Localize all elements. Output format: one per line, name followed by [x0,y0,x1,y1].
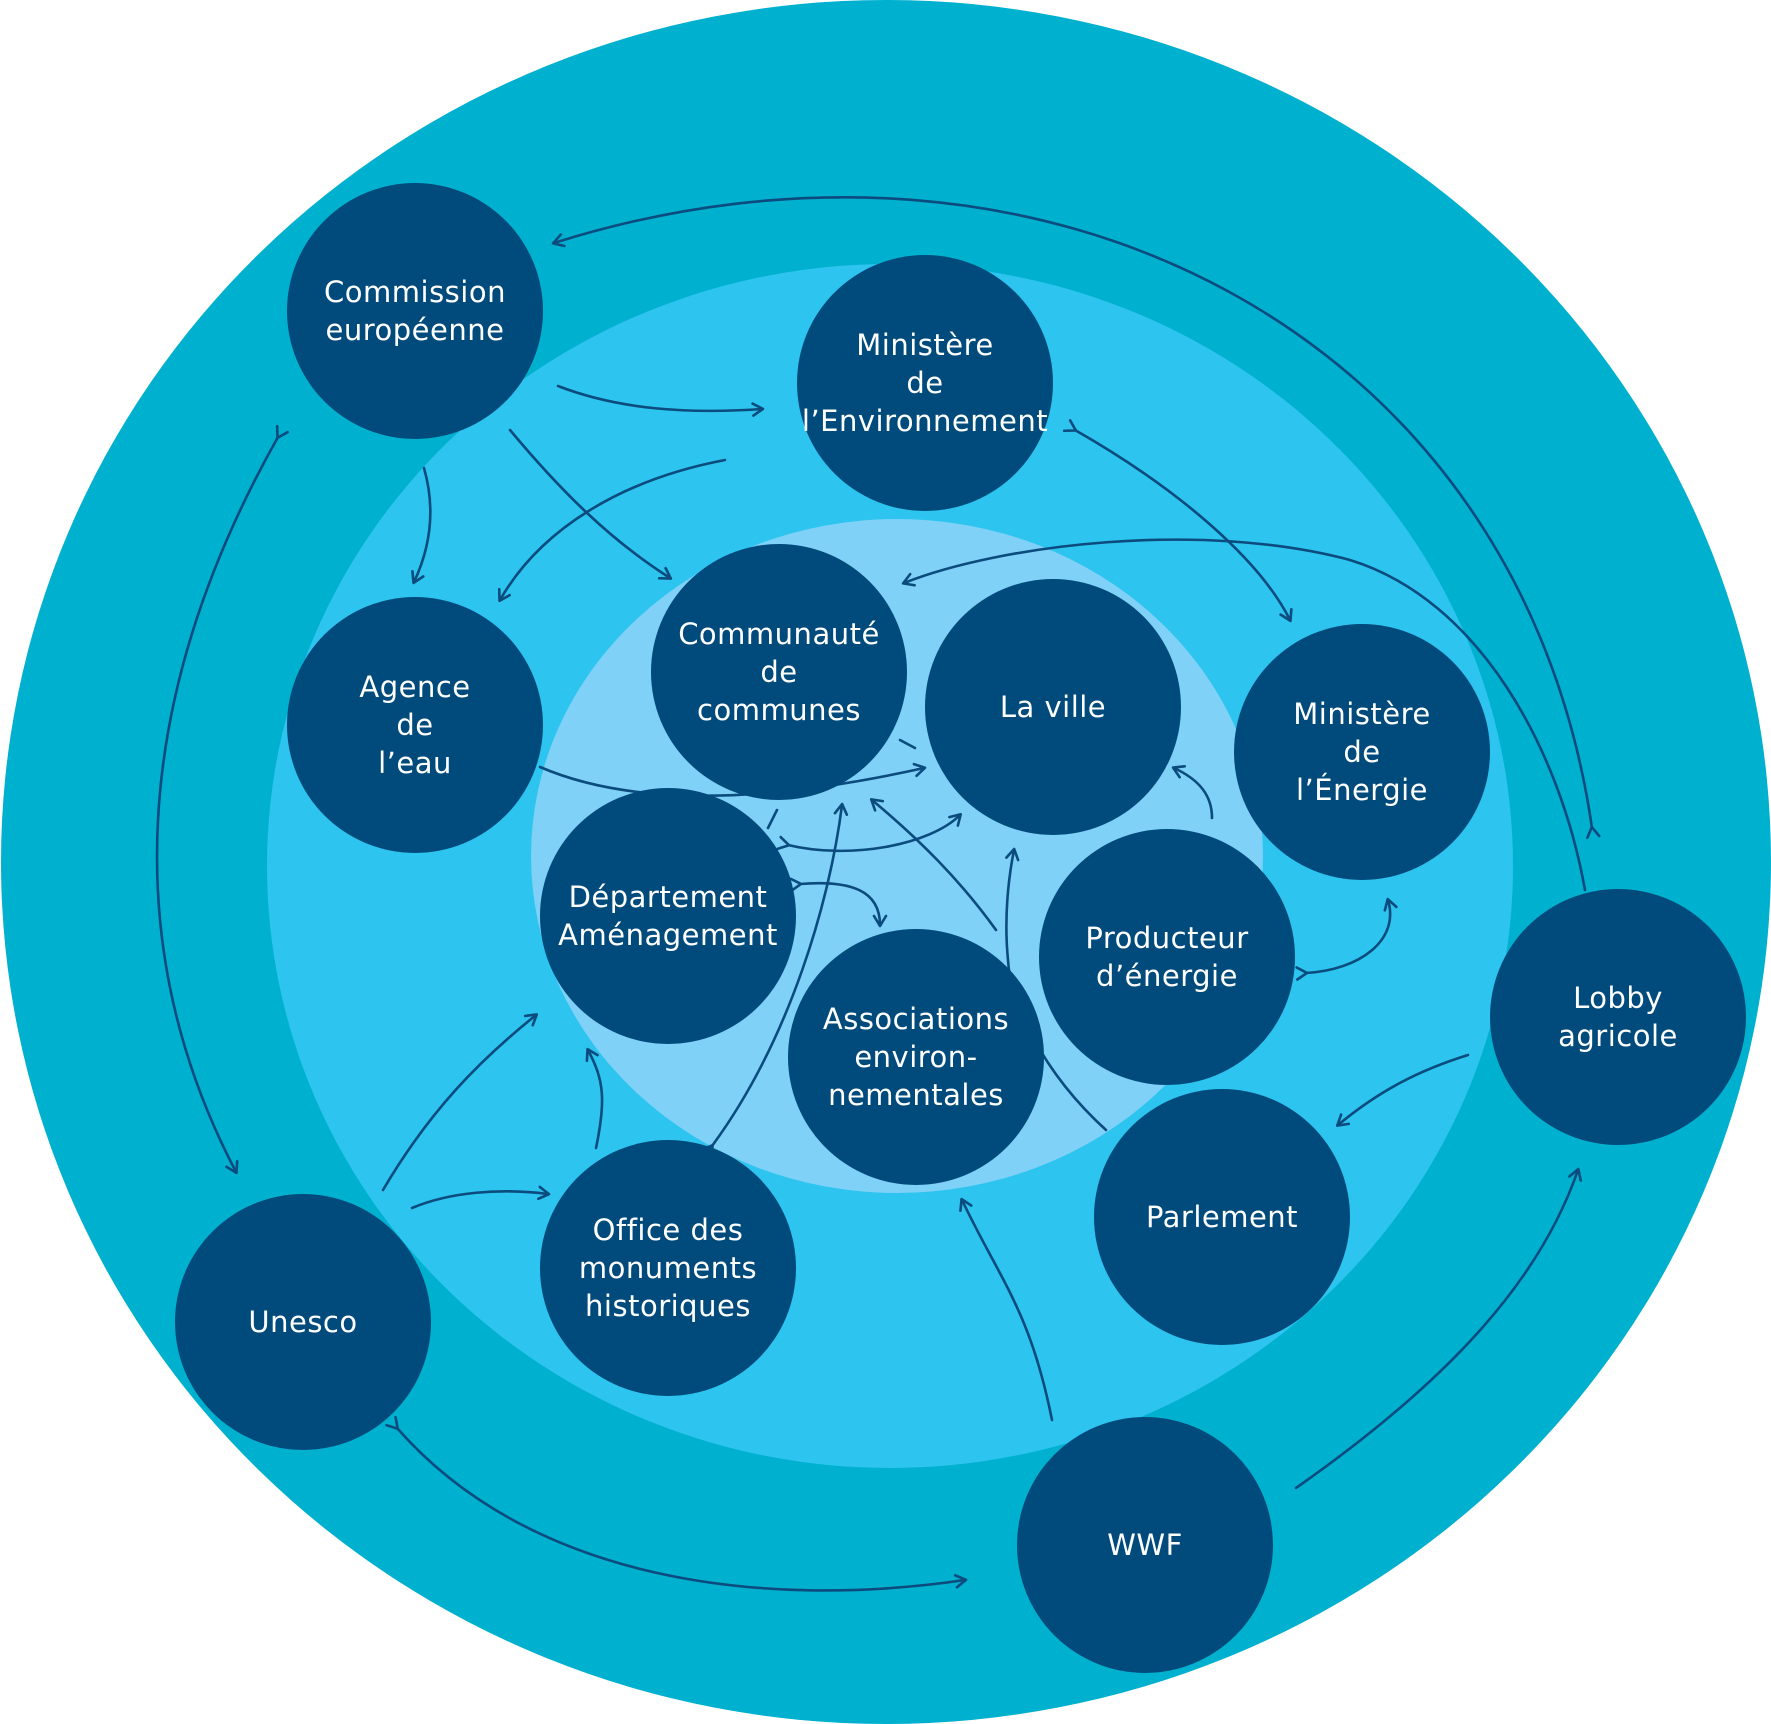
arrow-commission-unesco [155,424,289,1175]
node-label-line: monuments [579,1251,757,1285]
node-circle [175,1194,431,1450]
node-wwf: WWF [1017,1417,1273,1673]
node-label-line: historiques [585,1289,751,1323]
node-unesco: Unesco [175,1194,431,1450]
arrow-unesco-wwf [385,1415,968,1592]
node-label-line: Commission [324,275,506,309]
node-label-line: WWF [1107,1528,1183,1562]
arrow-parlement-ville [1005,847,1108,1132]
node-label-line: La ville [1000,690,1106,724]
node-label-line: l’Environnement [802,404,1048,438]
node-label-line: environ- [854,1040,977,1074]
arrow-unesco-departement [381,1013,539,1192]
node-label-line: d’énergie [1096,959,1238,993]
node-circle [651,544,907,800]
arrow-lobby-communaute [901,538,1587,892]
arrow-office-departement [585,1047,604,1150]
node-label-line: européenne [326,313,505,347]
node-label-line: communes [697,693,861,727]
node-label-line: de [760,655,797,689]
arrow-ministere-env-ministere-energie [1062,419,1293,623]
node-label-line: Office des [593,1213,744,1247]
arrow-lobby-parlement [1335,1053,1470,1127]
node-associations: Associations environ-nementales [788,929,1044,1185]
node-circle [797,255,1053,511]
arrow-commission-agence [411,466,432,585]
node-label-line: Unesco [248,1305,357,1339]
node-commission: Commission européenne [287,183,543,439]
arrow-unesco-office [410,1185,551,1210]
tick-mark [898,738,917,750]
arrow-wwf-lobby [1294,1167,1583,1490]
node-label-line: l’Énergie [1296,773,1428,807]
arrow-office-communaute [700,802,849,1159]
node-label-line: Lobby [1573,981,1663,1015]
node-ministere-energie: Ministère de l’Énergie [1234,624,1490,880]
node-lobby: Lobby agricole [1490,889,1746,1145]
arrow-producteur-ministere-energie [1295,897,1398,981]
node-label-line: Ministère [1293,697,1430,731]
node-parlement: Parlement [1094,1089,1350,1345]
arrow-agence-ville [538,762,927,797]
node-label-line: de [396,708,433,742]
node-circle [287,597,543,853]
node-circle [1234,624,1490,880]
node-circle [540,788,796,1044]
node-circle [1094,1089,1350,1345]
node-label-line: agricole [1558,1019,1678,1053]
node-label-line: Agence [359,670,470,704]
node-circle [1017,1417,1273,1673]
node-agence-eau: Agence de l’eau [287,597,543,853]
node-label-line: de [906,366,943,400]
node-communaute: Communauté de communes [651,544,907,800]
node-label-line: de [1343,735,1380,769]
node-circle [788,929,1044,1185]
node-producteur: Producteur d’énergie [1039,829,1295,1085]
node-circle [540,1140,796,1396]
node-label-line: Département [569,880,768,914]
node-label-line: Parlement [1146,1200,1298,1234]
arrow-producteur-ville [1171,765,1214,820]
node-circle [287,183,543,439]
node-label-line: Ministère [856,328,993,362]
relationship-arrows [155,195,1601,1592]
node-ville: La ville [925,579,1181,835]
node-ministere-env: Ministère de l’Environnement [797,255,1053,511]
arrow-ministere-env-agence [497,458,727,603]
tick-mark [766,808,779,830]
node-label-line: nementales [828,1078,1004,1112]
node-label-line: l’eau [378,746,452,780]
node-label-line: Associations [823,1002,1009,1036]
node-circle [1039,829,1295,1085]
arrow-commission-ministere-env [556,384,765,417]
node-office: Office des monuments historiques [540,1140,796,1396]
node-circle [925,579,1181,835]
node-label-line: Aménagement [558,918,778,952]
node-label-line: Producteur [1085,921,1248,955]
node-circle [1490,889,1746,1145]
arrow-associations-communaute [869,798,998,932]
arrow-lobby-commission [551,195,1601,840]
node-label-line: Communauté [678,617,880,651]
arrow-wwf-associations [959,1197,1054,1422]
